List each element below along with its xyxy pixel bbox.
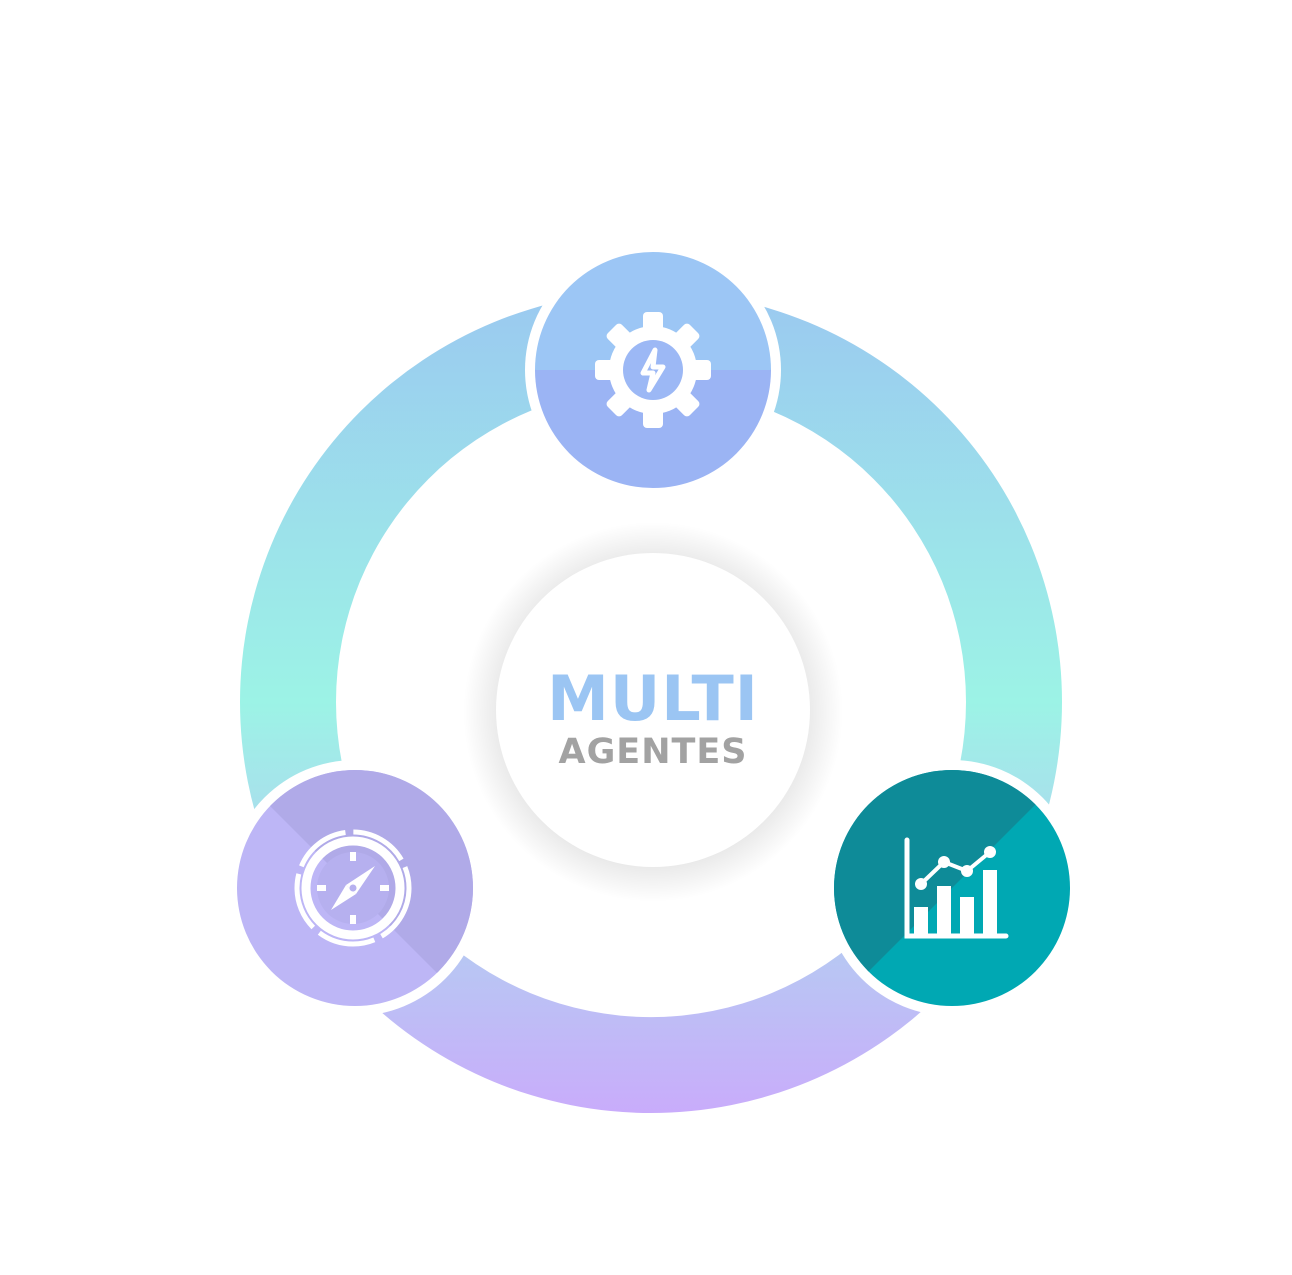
node-top [525, 242, 781, 498]
gear-lightning-icon [595, 312, 711, 428]
node-right [824, 760, 1080, 1016]
node-left [227, 760, 483, 1016]
center-title-line1: MULTI [547, 662, 759, 735]
center-circle [496, 553, 810, 867]
compass-icon [294, 829, 412, 947]
bar-line-chart-icon [904, 837, 1009, 939]
center-title-line2: AGENTES [558, 732, 747, 772]
